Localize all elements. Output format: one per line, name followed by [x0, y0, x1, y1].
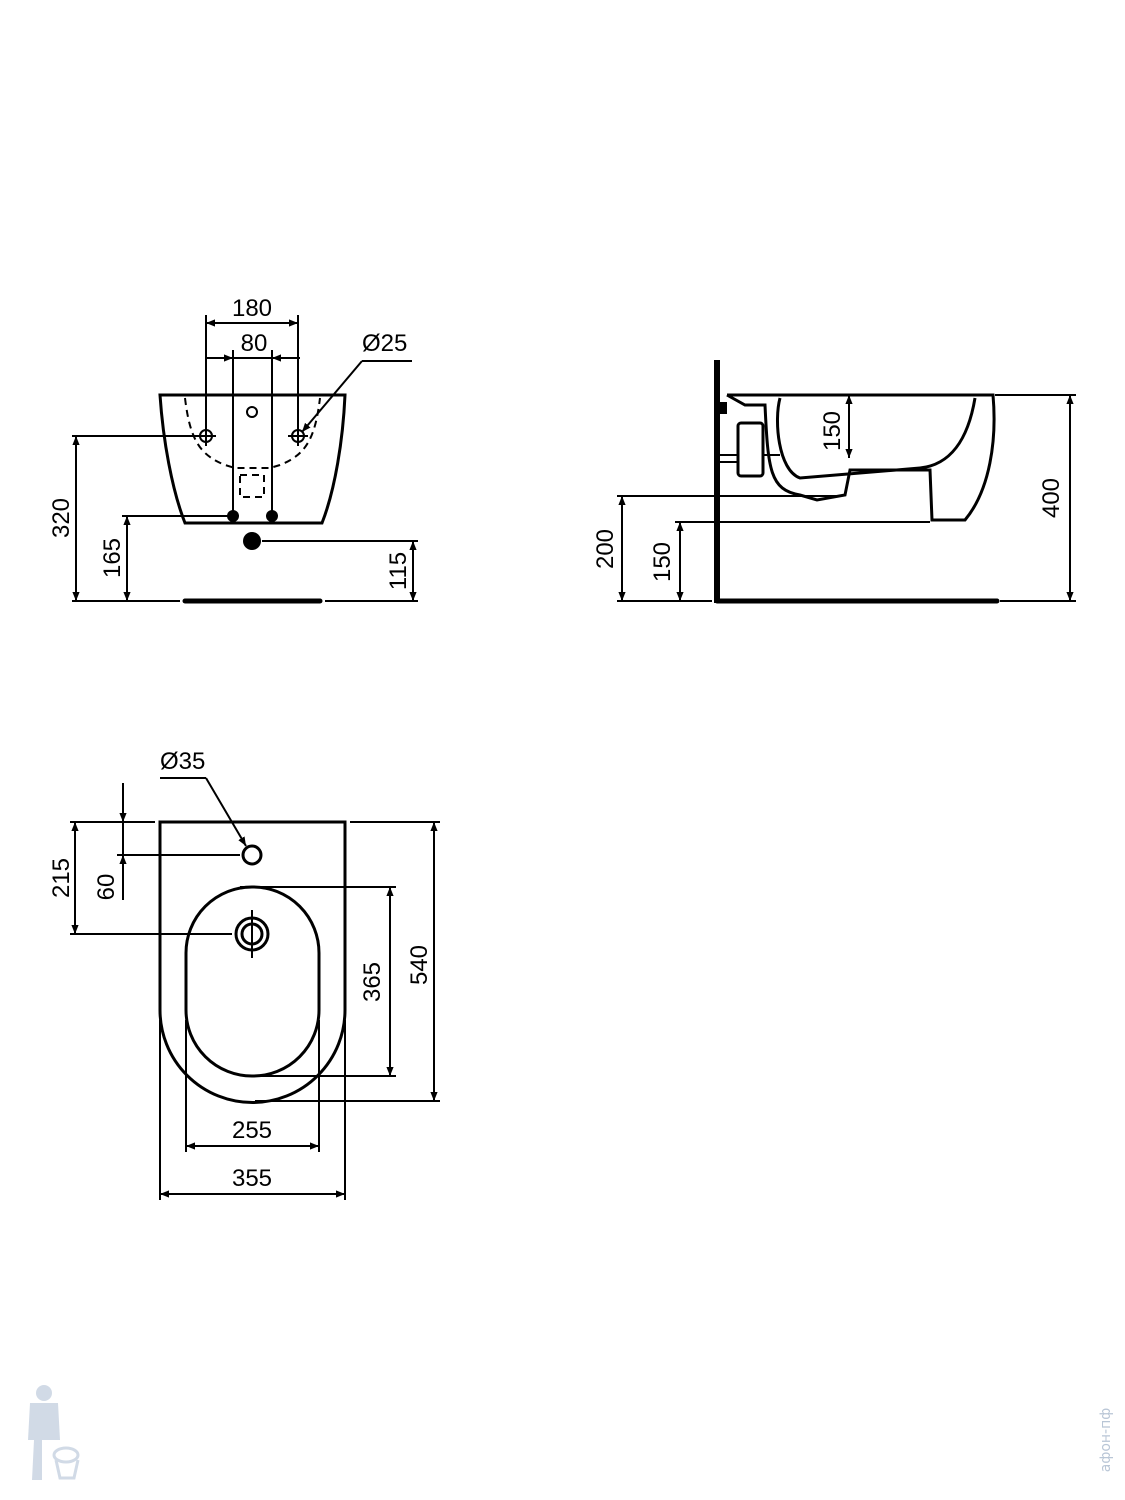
side-valve-block	[736, 421, 765, 478]
dim-400-label: 400	[1038, 478, 1065, 518]
dim-180: 180	[206, 295, 298, 327]
watermark-text: афон-пф	[1098, 1408, 1114, 1472]
dim-215: 215	[48, 821, 232, 935]
dim-255-label: 255	[232, 1117, 272, 1144]
dim-115: 115	[262, 540, 418, 601]
front-tap-hole	[246, 406, 258, 418]
top-view: Ø35 215 60 540 365	[48, 748, 440, 1200]
dim-side-150-depth-label: 150	[819, 411, 846, 451]
top-tap-hole	[241, 844, 263, 866]
dim-60: 60	[93, 783, 240, 900]
dim-side-150-height: 150	[649, 521, 930, 601]
dim-115-label: 115	[385, 552, 412, 590]
dim-d35-label: Ø35	[160, 748, 205, 775]
dim-d25-label: Ø25	[362, 330, 407, 357]
dim-365-label: 365	[359, 962, 386, 1002]
front-view: 180 80 Ø25 320 165	[48, 295, 418, 604]
side-wall-bracket	[715, 402, 727, 414]
dim-d25: Ø25	[301, 330, 412, 433]
front-outlet-hidden	[239, 474, 265, 498]
dim-side-150-depth: 150	[819, 395, 853, 458]
side-bowl-inner	[776, 397, 977, 480]
side-view: 150 400 200 150	[592, 360, 1076, 604]
dim-320: 320	[48, 435, 198, 601]
watermark-logo	[28, 1385, 80, 1480]
dim-80-label: 80	[241, 330, 268, 357]
front-body-outline	[158, 393, 347, 525]
top-body-outline	[158, 820, 347, 1104]
dim-255: 255	[185, 1020, 320, 1152]
front-bowl-hidden-line	[184, 397, 321, 469]
dim-165-label: 165	[99, 538, 126, 578]
dim-365: 365	[255, 886, 396, 1077]
side-body-outline	[726, 393, 996, 522]
dim-180-label: 180	[232, 295, 272, 322]
dim-side-200-label: 200	[592, 529, 619, 569]
dim-400: 400	[995, 394, 1076, 602]
front-waste-dot	[243, 532, 261, 550]
dim-540: 540	[255, 821, 440, 1102]
dim-355-label: 355	[232, 1165, 272, 1192]
dim-215-label: 215	[48, 858, 75, 898]
dim-165: 165	[99, 515, 228, 601]
dim-d35: Ø35	[160, 748, 247, 847]
dim-80: 80	[205, 330, 300, 362]
dim-320-label: 320	[48, 498, 75, 538]
front-supply-dot-right	[266, 510, 278, 522]
dim-side-200: 200	[592, 495, 840, 602]
dim-355: 355	[159, 1020, 346, 1200]
dim-60-label: 60	[93, 874, 120, 901]
front-supply-dot-left	[227, 510, 239, 522]
dim-side-150-height-label: 150	[649, 542, 676, 582]
dim-540-label: 540	[406, 945, 433, 985]
